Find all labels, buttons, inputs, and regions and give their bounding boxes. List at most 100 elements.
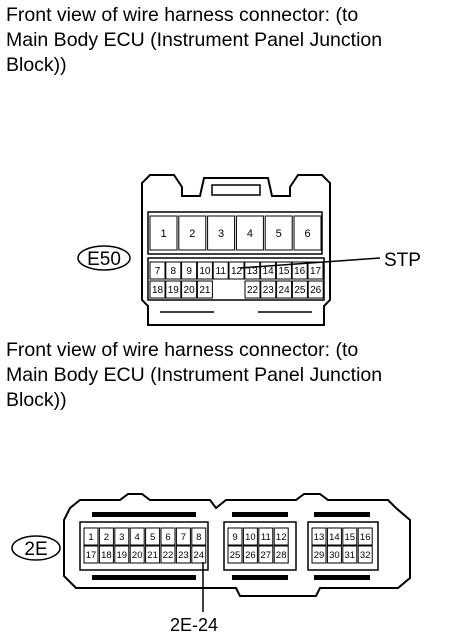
pin-cell bbox=[175, 527, 191, 546]
pin-cell bbox=[178, 215, 207, 251]
pin-label: 31 bbox=[345, 550, 356, 561]
pin-cell bbox=[160, 545, 176, 564]
pin-cell bbox=[98, 545, 114, 564]
pin-cell bbox=[165, 280, 182, 299]
pin-cell bbox=[258, 545, 274, 564]
pin-label: 9 bbox=[232, 532, 237, 543]
e50-code: E50 bbox=[87, 249, 121, 270]
pin-cell bbox=[227, 545, 243, 564]
e50-code-badge: E50 bbox=[77, 245, 131, 271]
pin-cell bbox=[291, 280, 308, 299]
e50-callout-stp: STP bbox=[384, 250, 421, 271]
pin-label: 11 bbox=[216, 266, 227, 277]
pin-label: 5 bbox=[276, 228, 282, 240]
pin-label: 26 bbox=[245, 550, 256, 561]
pin-cell bbox=[260, 261, 277, 280]
pin-cell bbox=[149, 261, 166, 280]
pin-cell bbox=[212, 261, 229, 280]
pin-label: 1 bbox=[160, 228, 166, 240]
pin-label: 27 bbox=[261, 550, 272, 561]
pin-cell bbox=[191, 545, 207, 564]
pin-label: 21 bbox=[147, 550, 158, 561]
pin-label: 11 bbox=[261, 532, 271, 543]
pin-cell bbox=[357, 545, 373, 564]
2e-code: 2E bbox=[24, 539, 47, 560]
pin-cell bbox=[235, 215, 264, 251]
pin-cell bbox=[258, 527, 274, 546]
pin-label: 32 bbox=[360, 550, 371, 561]
pin-label: 22 bbox=[247, 285, 259, 296]
pin-label: 25 bbox=[294, 285, 306, 296]
pin-cell bbox=[196, 280, 213, 299]
pin-label: 12 bbox=[231, 266, 243, 277]
pin-label: 9 bbox=[186, 266, 192, 277]
2e-callout-pin24: 2E-24 bbox=[170, 615, 218, 635]
pin-cell bbox=[307, 261, 324, 280]
pin-label: 20 bbox=[184, 285, 196, 296]
pin-cell bbox=[242, 545, 258, 564]
pin-label: 3 bbox=[119, 532, 124, 543]
pin-label: 21 bbox=[199, 285, 211, 296]
pin-cell bbox=[227, 527, 243, 546]
pin-cell bbox=[244, 261, 261, 280]
pin-cell bbox=[264, 215, 293, 251]
pin-cell bbox=[207, 215, 236, 251]
pin-cell bbox=[326, 527, 342, 546]
pin-label: 8 bbox=[196, 532, 201, 543]
pin-label: 23 bbox=[263, 285, 275, 296]
pin-label: 6 bbox=[304, 228, 310, 240]
pin-label: 7 bbox=[155, 266, 161, 277]
pin-label: 17 bbox=[86, 550, 97, 561]
pin-label: 5 bbox=[150, 532, 155, 543]
pin-label: 14 bbox=[263, 266, 275, 277]
2e-code-badge: 2E bbox=[11, 535, 61, 561]
pin-label: 1 bbox=[88, 532, 93, 543]
caption-bottom: Front view of wire harness connector: (t… bbox=[6, 339, 383, 411]
stp-leader-line bbox=[239, 257, 381, 269]
e50-housing bbox=[141, 174, 331, 326]
pin-label: 2 bbox=[104, 532, 109, 543]
pin-label: 28 bbox=[276, 550, 287, 561]
pin-label: 10 bbox=[199, 266, 211, 277]
pin-label: 16 bbox=[294, 266, 306, 277]
pin-label: 3 bbox=[218, 228, 224, 240]
pin-cell bbox=[98, 527, 114, 546]
pin-label: 12 bbox=[276, 532, 287, 543]
connector-e50 bbox=[141, 174, 381, 326]
pin-label: 26 bbox=[310, 285, 322, 296]
pin-cell bbox=[149, 280, 166, 299]
pin-label: 18 bbox=[152, 285, 164, 296]
pin-label: 19 bbox=[117, 550, 128, 561]
2e-housing bbox=[63, 493, 411, 597]
pin-label: 7 bbox=[181, 532, 186, 543]
pin-cell bbox=[357, 527, 373, 546]
pin-cell bbox=[83, 545, 99, 564]
pin-label: 24 bbox=[194, 550, 205, 561]
pin-cell bbox=[273, 545, 289, 564]
pin-cell bbox=[342, 545, 358, 564]
pin-label: 30 bbox=[329, 550, 340, 561]
pin-cell bbox=[175, 545, 191, 564]
pin-cell bbox=[83, 527, 99, 546]
pin-label: 4 bbox=[135, 532, 140, 543]
pin-cell bbox=[273, 527, 289, 546]
pin-label: 19 bbox=[168, 285, 180, 296]
pin-cell bbox=[129, 527, 145, 546]
pin-cell bbox=[228, 261, 245, 280]
pin-cell bbox=[342, 527, 358, 546]
pin-label: 17 bbox=[310, 266, 322, 277]
pin-cell bbox=[311, 545, 327, 564]
pin-label: 24 bbox=[279, 285, 291, 296]
pin-cell bbox=[276, 280, 293, 299]
pin-cell bbox=[326, 545, 342, 564]
pin-label: 4 bbox=[247, 228, 253, 240]
pin-cell bbox=[114, 545, 130, 564]
pin-cell bbox=[160, 527, 176, 546]
pin-cell bbox=[181, 280, 198, 299]
pin-label: 15 bbox=[345, 532, 356, 543]
pin-label: 6 bbox=[165, 532, 170, 543]
pin-cell bbox=[311, 527, 327, 546]
pin-label: 29 bbox=[314, 550, 325, 561]
pin-cell bbox=[129, 545, 145, 564]
pin-label: 13 bbox=[314, 532, 325, 543]
